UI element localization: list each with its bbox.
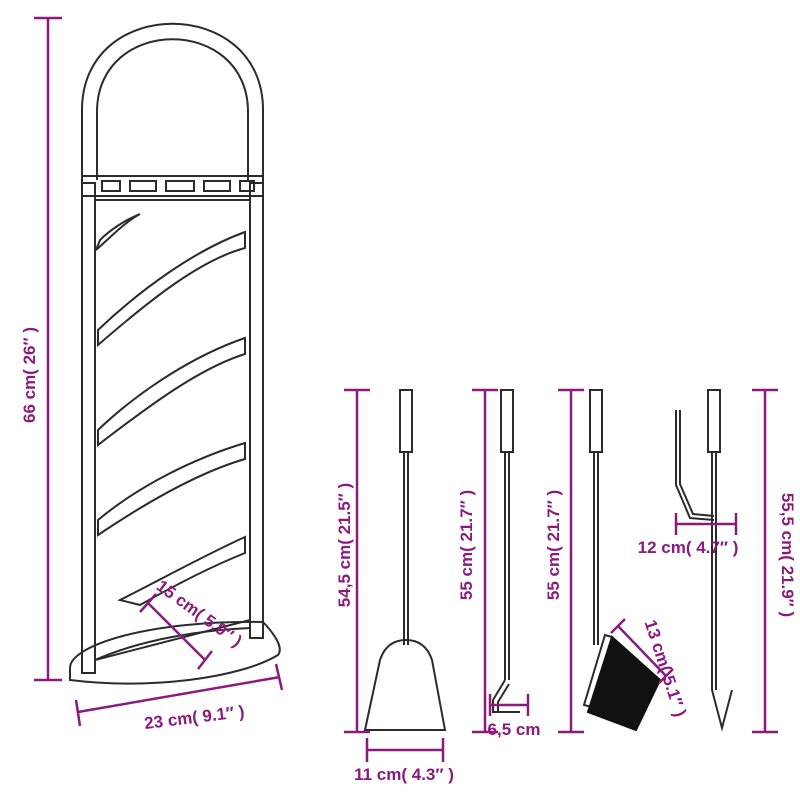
stand-base bbox=[69, 620, 281, 685]
brush bbox=[582, 389, 662, 732]
stand-slot-3 bbox=[165, 180, 195, 192]
stand-left-post bbox=[81, 182, 96, 674]
shovel bbox=[363, 389, 447, 731]
stand-height-label: 66 cm( 26″ ) bbox=[20, 327, 39, 423]
tongs-tip bbox=[711, 689, 733, 732]
poker-handle bbox=[500, 389, 514, 453]
brush-head bbox=[586, 635, 662, 732]
shovel-width-label: 11 cm( 4.3″ ) bbox=[354, 765, 454, 784]
stand-right-post bbox=[249, 182, 264, 639]
swoosh-1 bbox=[95, 213, 141, 251]
poker-length-label: 55 cm( 21.7″ ) bbox=[457, 490, 476, 600]
shovel-length-label: 54,5 cm( 21.5″ ) bbox=[335, 483, 354, 607]
tongs bbox=[675, 389, 733, 732]
stand-slot-1 bbox=[101, 180, 121, 192]
stand-width-label: 23 cm( 9.1″ ) bbox=[143, 702, 245, 733]
poker bbox=[492, 389, 520, 713]
stand-slot-4 bbox=[203, 180, 231, 192]
swoosh-2 bbox=[97, 230, 246, 348]
swoosh-3 bbox=[97, 336, 246, 448]
tongs-arm bbox=[675, 410, 715, 521]
stand-depth-label: 15 cm( 5.9″ ) bbox=[153, 576, 246, 651]
shovel-handle bbox=[399, 389, 413, 453]
tongs-width-label: 12 cm( 4.7″ ) bbox=[638, 538, 739, 557]
dimension-lines bbox=[34, 16, 778, 762]
stand-top-rail bbox=[81, 175, 264, 197]
tongs-length-label: 55,5 cm( 21.9″ ) bbox=[778, 493, 797, 617]
tongs-handle bbox=[707, 389, 721, 453]
poker-hook bbox=[492, 679, 510, 713]
swoosh-4 bbox=[97, 441, 246, 537]
stand-arch bbox=[81, 22, 264, 183]
poker-hook-label: 6,5 cm bbox=[488, 720, 541, 739]
swoosh-5 bbox=[117, 535, 246, 607]
stand-back-panel bbox=[94, 199, 251, 661]
brush-handle bbox=[589, 389, 603, 453]
shovel-blade bbox=[363, 638, 447, 731]
stand-slot-5 bbox=[239, 180, 255, 192]
tool-stand bbox=[69, 22, 281, 685]
stand-arch-inner bbox=[96, 38, 249, 180]
stand-base-inner bbox=[94, 627, 251, 661]
stand-slot-2 bbox=[129, 180, 157, 192]
brush-length-label: 55 cm( 21.7″ ) bbox=[544, 490, 563, 600]
